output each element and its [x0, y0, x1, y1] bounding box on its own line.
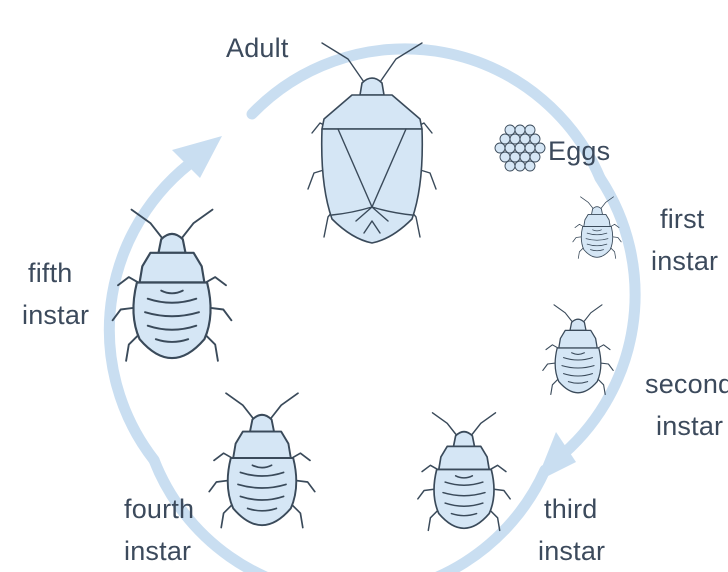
- egg-cluster-illustration: [495, 125, 545, 171]
- adult-label: Adult: [226, 33, 289, 63]
- third-instar-illustration: [418, 413, 510, 531]
- adult-bug-illustration: [308, 43, 436, 243]
- second-instar-illustration: [543, 305, 613, 395]
- fourth-instar-illustration: [209, 393, 315, 527]
- eggs-label: Eggs: [548, 136, 610, 166]
